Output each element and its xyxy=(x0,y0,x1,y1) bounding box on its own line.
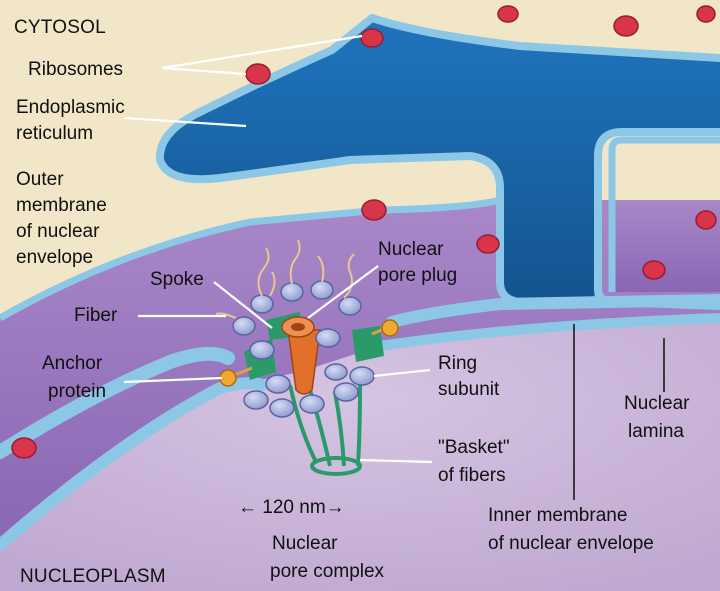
outer-membrane-label-line1: Outer xyxy=(16,168,64,191)
outer-membrane-label-line3: of nuclear xyxy=(16,220,99,243)
anchor-protein-label-line2: protein xyxy=(48,380,106,403)
er-label-line2: reticulum xyxy=(16,122,93,145)
outer-membrane-label-line2: membrane xyxy=(16,194,107,217)
cytosol-pocket xyxy=(612,140,720,200)
outer-membrane-label-line4: envelope xyxy=(16,246,93,269)
spoke-label: Spoke xyxy=(150,268,204,291)
ring-subunit-label-line1: Ring xyxy=(438,352,477,375)
inner-membrane-label-line1: Inner membrane xyxy=(488,504,627,527)
anchor-protein-label-line1: Anchor xyxy=(42,352,102,375)
pore-plug-label-line1: Nuclear xyxy=(378,238,443,261)
nucleoplasm-label: NUCLEOPLASM xyxy=(20,565,166,588)
ribosomes-label: Ribosomes xyxy=(28,58,123,81)
fiber-label: Fiber xyxy=(74,304,117,327)
cytosol-label: CYTOSOL xyxy=(14,16,106,39)
nuclear-lamina-label-line1: Nuclear xyxy=(624,392,689,415)
ring-subunit-label-line2: subunit xyxy=(438,378,499,401)
nuclear-lamina-label-line2: lamina xyxy=(628,420,684,443)
pore-complex-label-line2: pore complex xyxy=(270,560,384,583)
inner-membrane-label-line2: of nuclear envelope xyxy=(488,532,654,555)
pore-plug-label-line2: pore plug xyxy=(378,264,457,287)
pore-complex-label-line1: Nuclear xyxy=(272,532,337,555)
size-scale-label: ← 120 nm→ xyxy=(238,496,345,519)
basket-label-line1: "Basket" xyxy=(438,436,510,459)
basket-label-line2: of fibers xyxy=(438,464,506,487)
er-label-line1: Endoplasmic xyxy=(16,96,125,119)
